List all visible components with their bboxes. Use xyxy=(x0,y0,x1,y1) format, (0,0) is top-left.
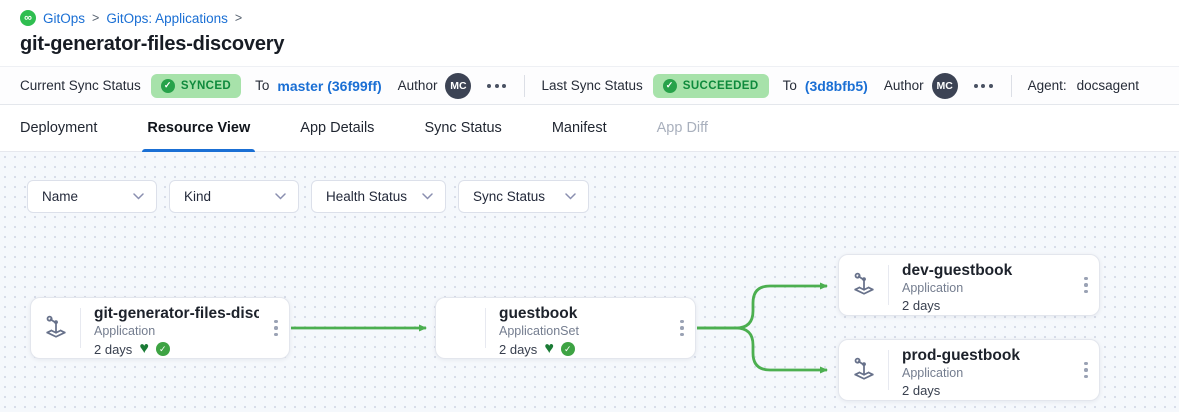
node-menu-icon[interactable] xyxy=(1073,255,1099,315)
sync-check-icon: ✓ xyxy=(155,342,170,356)
node-body: dev-guestbook Application 2 days ♥ ✓ xyxy=(889,255,1073,315)
graph-filters: Name Kind Health Status Sync Status xyxy=(27,180,589,213)
last-sync-status-label: Last Sync Status xyxy=(541,78,643,93)
node-menu-icon[interactable] xyxy=(263,298,289,358)
tab-app-details[interactable]: App Details xyxy=(300,120,375,136)
graph-node-guestbook[interactable]: guestbook ApplicationSet 2 days ♥ ✓ xyxy=(435,297,696,359)
node-icon-cell xyxy=(839,255,889,315)
tab-bar: Deployment Resource View App Details Syn… xyxy=(0,105,1179,152)
breadcrumb-link-gitops[interactable]: GitOps xyxy=(43,10,86,26)
node-age: 2 days xyxy=(902,298,941,313)
agent-value: docsagent xyxy=(1076,78,1139,93)
succeeded-badge-label: SUCCEEDED xyxy=(682,79,759,92)
node-kind: Application xyxy=(902,366,964,380)
chevron-down-icon xyxy=(422,193,433,200)
node-title: guestbook xyxy=(499,305,578,322)
breadcrumb-separator: > xyxy=(234,11,243,25)
node-menu-icon[interactable] xyxy=(1073,340,1099,400)
graph-node-dev-guestbook[interactable]: dev-guestbook Application 2 days ♥ ✓ xyxy=(838,254,1100,316)
node-age: 2 days xyxy=(902,383,941,398)
gitops-logo-icon: ∞ xyxy=(20,10,36,26)
filter-label: Health Status xyxy=(326,189,408,204)
author-label: Author xyxy=(397,78,438,93)
author-avatar: MC xyxy=(445,72,472,99)
breadcrumb-link-applications[interactable]: GitOps: Applications xyxy=(106,10,228,26)
node-meta: 2 days ♥ ✓ xyxy=(499,341,665,357)
breadcrumb: ∞ GitOps > GitOps: Applications > xyxy=(20,10,1159,26)
edge-guestbook-to-dev xyxy=(697,282,828,330)
breadcrumb-separator: > xyxy=(92,11,100,25)
check-circle-icon: ✓ xyxy=(662,78,677,93)
divider xyxy=(1010,74,1012,97)
chevron-down-icon xyxy=(133,193,144,200)
graph-node-prod-guestbook[interactable]: prod-guestbook Application 2 days ♥ ✓ xyxy=(838,339,1100,401)
filter-label: Sync Status xyxy=(473,189,546,204)
current-sync-status-label: Current Sync Status xyxy=(20,78,141,93)
application-icon xyxy=(854,357,874,380)
node-title: prod-guestbook xyxy=(902,347,1020,364)
node-age: 2 days xyxy=(499,341,538,357)
to-label: To xyxy=(782,78,797,93)
chevron-down-icon xyxy=(275,193,286,200)
synced-badge-label: SYNCED xyxy=(180,79,232,92)
node-menu-icon[interactable] xyxy=(669,298,695,358)
node-age: 2 days xyxy=(94,341,133,357)
node-meta: 2 days ♥ ✓ xyxy=(94,341,259,357)
node-meta: 2 days ♥ ✓ xyxy=(902,383,1069,398)
last-revision-link[interactable]: (3d8bfb5) xyxy=(804,77,868,94)
application-icon xyxy=(46,315,66,338)
filter-name-dropdown[interactable]: Name xyxy=(27,180,157,213)
tab-resource-view[interactable]: Resource View xyxy=(142,105,256,152)
node-kind: Application xyxy=(902,281,964,295)
divider xyxy=(524,74,526,97)
succeeded-status-badge: ✓ SUCCEEDED xyxy=(652,73,769,98)
more-options-icon[interactable] xyxy=(485,80,508,92)
application-icon xyxy=(854,272,874,295)
node-meta: 2 days ♥ ✓ xyxy=(902,298,1069,313)
page-header: ∞ GitOps > GitOps: Applications > git-ge… xyxy=(0,0,1179,56)
node-icon-cell xyxy=(436,298,486,358)
edge-guestbook-to-prod xyxy=(697,326,828,374)
to-label: To xyxy=(255,78,270,93)
graph-node-root-application[interactable]: git-generator-files-disco... Application… xyxy=(30,297,290,359)
node-kind: ApplicationSet xyxy=(499,324,579,338)
filter-sync-status-dropdown[interactable]: Sync Status xyxy=(458,180,589,213)
sync-status-bar: Current Sync Status ✓ SYNCED To master (… xyxy=(0,66,1179,105)
node-body: git-generator-files-disco... Application… xyxy=(81,298,263,358)
node-body: guestbook ApplicationSet 2 days ♥ ✓ xyxy=(486,298,669,358)
tab-sync-status[interactable]: Sync Status xyxy=(424,120,502,136)
tab-deployment[interactable]: Deployment xyxy=(20,120,98,136)
author-label: Author xyxy=(883,78,924,93)
health-heart-icon: ♥ xyxy=(139,340,149,357)
node-title: dev-guestbook xyxy=(902,262,1013,279)
current-revision-link[interactable]: master (36f99ff) xyxy=(277,77,382,94)
node-icon-cell xyxy=(839,340,889,400)
agent-label: Agent: xyxy=(1027,78,1067,93)
page-title: git-generator-files-discovery xyxy=(20,33,285,55)
filter-label: Name xyxy=(42,189,79,204)
chevron-down-icon xyxy=(565,193,576,200)
more-options-icon[interactable] xyxy=(972,80,995,92)
node-kind: Application xyxy=(94,324,156,338)
filter-health-status-dropdown[interactable]: Health Status xyxy=(311,180,446,213)
tab-app-diff: App Diff xyxy=(656,120,708,136)
tab-manifest[interactable]: Manifest xyxy=(551,120,607,136)
synced-status-badge: ✓ SYNCED xyxy=(150,73,242,98)
sync-check-icon: ✓ xyxy=(560,342,575,356)
node-body: prod-guestbook Application 2 days ♥ ✓ xyxy=(889,340,1073,400)
filter-kind-dropdown[interactable]: Kind xyxy=(169,180,299,213)
filter-label: Kind xyxy=(184,189,212,204)
resource-graph-canvas[interactable]: Name Kind Health Status Sync Status xyxy=(0,152,1179,412)
health-heart-icon: ♥ xyxy=(544,340,554,357)
check-circle-icon: ✓ xyxy=(160,78,175,93)
node-icon-cell xyxy=(31,298,81,358)
node-title: git-generator-files-disco... xyxy=(94,305,259,322)
author-avatar: MC xyxy=(931,72,958,99)
